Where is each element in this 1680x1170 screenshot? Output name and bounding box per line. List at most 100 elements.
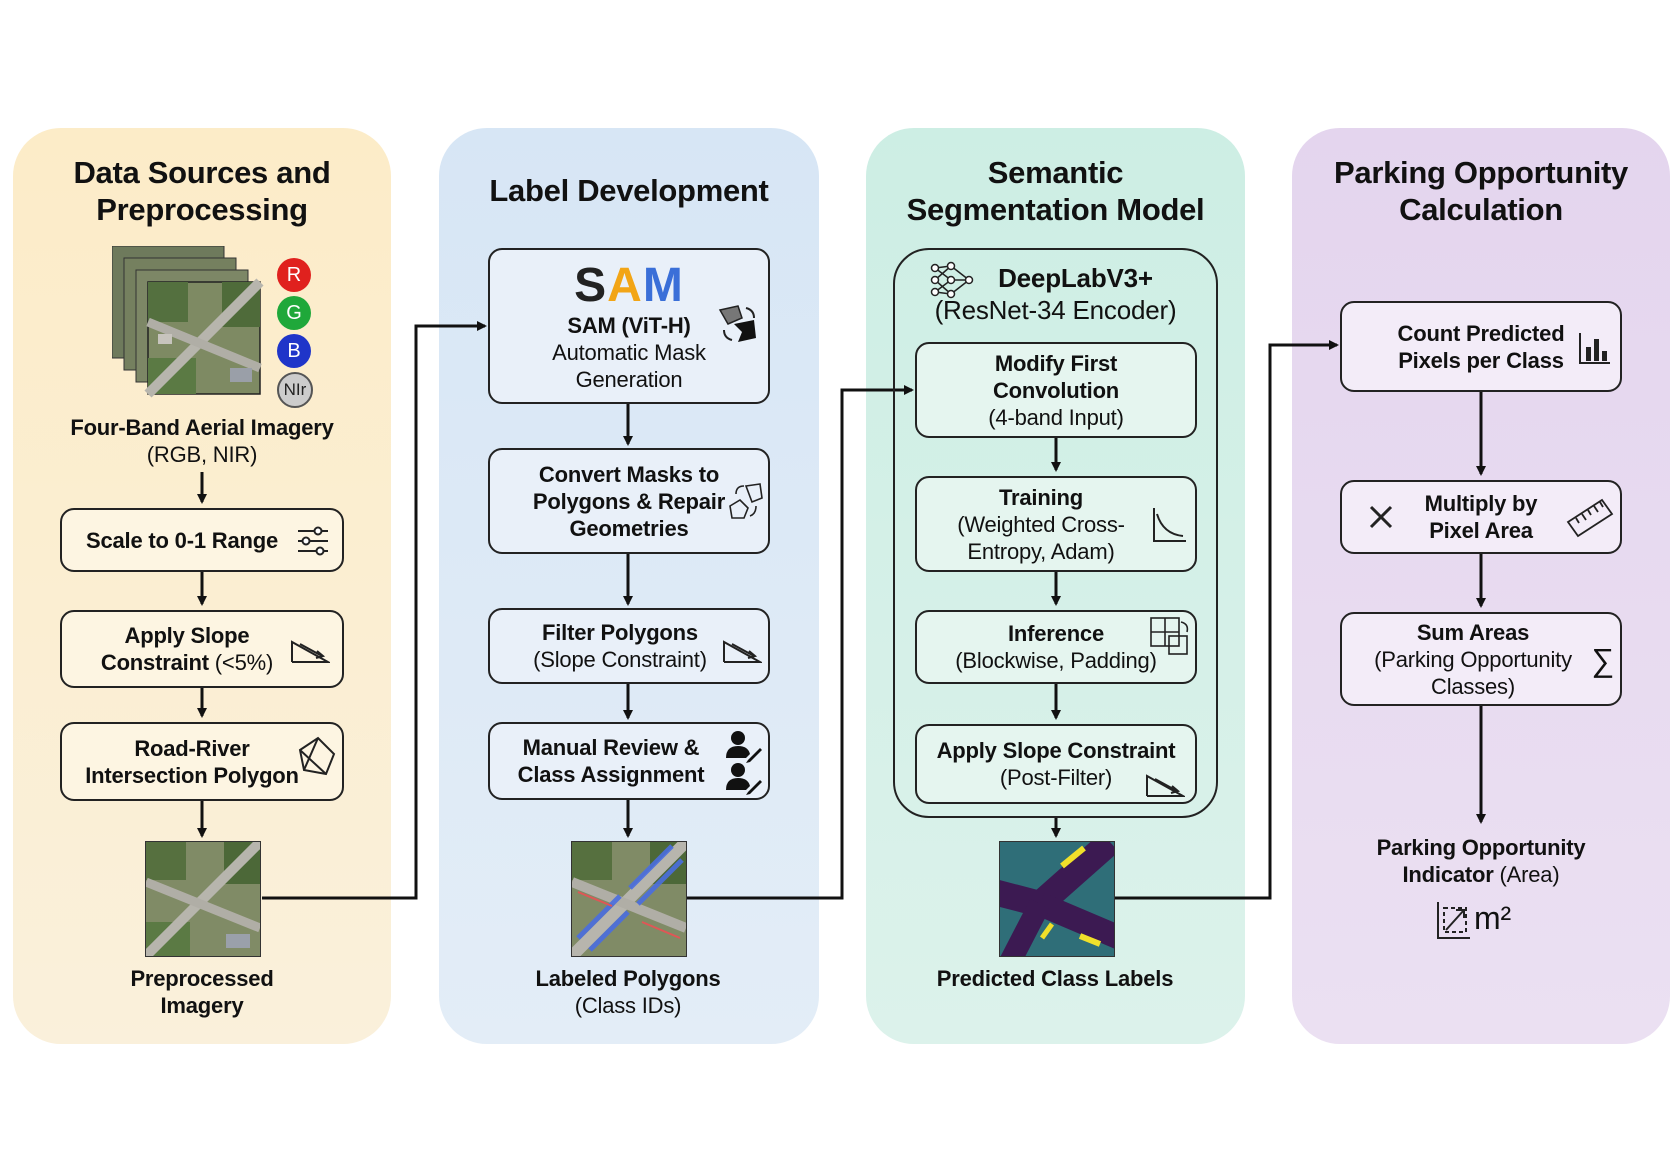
slope-icon: [290, 636, 332, 672]
labeled-polygons-label: Labeled Polygons (Class IDs): [466, 965, 790, 1019]
mask-shapes-icon: [716, 302, 760, 352]
post-filter-box: Apply Slope Constraint (Post-Filter): [915, 724, 1197, 804]
road-river-line2: Intersection Polygon: [85, 762, 299, 788]
band-nir-badge: NIr: [277, 372, 313, 408]
panel-title-line: Data Sources and: [73, 155, 331, 190]
slope-icon: [722, 636, 764, 672]
modify-convolution-box: Modify First Convolution (4-band Input): [915, 342, 1197, 438]
blockwise-grid-icon: [1149, 616, 1191, 662]
filter-line2: (Slope Constraint): [533, 647, 707, 672]
modify-line1: Modify First: [994, 350, 1118, 376]
band-g-badge: G: [277, 296, 311, 330]
panel-title-line: Semantic: [987, 155, 1124, 190]
convert-masks-box: Convert Masks to Polygons & Repair Geome…: [488, 448, 770, 554]
sam-title: SAM (ViT-H): [567, 312, 691, 338]
deeplab-title: DeepLabV3+: [998, 263, 1153, 293]
multiply-area-box: Multiply by Pixel Area: [1340, 480, 1622, 554]
area-measure-icon: [1434, 898, 1472, 947]
sam-logo-letter: M: [642, 258, 684, 312]
filter-polygons-text: Filter Polygons (Slope Constraint): [533, 619, 725, 673]
sum-line2: (Parking Opportunity: [1374, 646, 1572, 672]
ruler-icon: [1566, 498, 1614, 544]
labeled-line2: (Class IDs): [574, 993, 682, 1018]
count-line2: Pixels per Class: [1398, 347, 1564, 373]
convert-line2: Polygons & Repair: [532, 488, 726, 514]
sam-logo-letter: S: [574, 258, 608, 312]
panel-title-line: Label Development: [489, 173, 769, 208]
sum-line3: Classes): [1431, 673, 1515, 699]
preprocessed-line2: Imagery: [160, 993, 244, 1018]
indicator-line2-bold: Indicator: [1402, 862, 1494, 887]
review-line2: Class Assignment: [517, 762, 705, 787]
panel-title-line: Segmentation Model: [906, 192, 1205, 227]
sum-line1: Sum Areas: [1416, 619, 1530, 645]
bar-chart-icon: [1578, 331, 1612, 371]
training-line1: Training: [999, 484, 1083, 510]
panel-title-line: Preprocessing: [96, 192, 308, 227]
band-r-badge: R: [277, 258, 311, 292]
panel-title: Data Sources and Preprocessing: [13, 154, 391, 228]
review-line1: Manual Review &: [522, 735, 700, 760]
panel-title: Parking Opportunity Calculation: [1292, 154, 1670, 228]
inference-line1: Inference: [1007, 621, 1105, 646]
count-line1: Count Predicted: [1397, 320, 1565, 346]
inference-box: Inference (Blockwise, Padding): [915, 610, 1197, 684]
parking-indicator-label: Parking Opportunity Indicator (Area): [1320, 834, 1642, 888]
panel-title-line: Parking Opportunity: [1334, 155, 1628, 190]
slope-line1: Apply Slope: [124, 623, 250, 648]
sum-areas-text: Sum Areas (Parking Opportunity Classes): [1374, 619, 1588, 700]
predicted-labels-thumbnail: [999, 841, 1115, 957]
sigma-icon: ∑: [1591, 642, 1614, 678]
filter-polygons-box: Filter Polygons (Slope Constraint): [488, 608, 770, 684]
slope-constraint-box: Apply Slope Constraint (<5%): [60, 610, 344, 688]
training-text: Training (Weighted Cross- Entropy, Adam): [957, 484, 1155, 565]
panel-title: Label Development: [439, 172, 819, 209]
training-line2: (Weighted Cross-: [957, 511, 1125, 537]
sam-logo: SAM: [574, 258, 684, 312]
training-line3: Entropy, Adam): [967, 538, 1115, 564]
count-pixels-box: Count Predicted Pixels per Class: [1340, 301, 1622, 392]
area-unit: m²: [1474, 900, 1511, 936]
labeled-polygons-thumbnail: [571, 841, 687, 957]
deeplab-subtitle: (ResNet-34 Encoder): [934, 295, 1177, 325]
deeplab-container: DeepLabV3+ (ResNet-34 Encoder): [893, 248, 1218, 818]
slope-line2-rest: (<5%): [208, 650, 274, 675]
users-edit-icon: [724, 730, 762, 802]
multiply-line2: Pixel Area: [1429, 518, 1533, 543]
road-river-text: Road-River Intersection Polygon: [85, 735, 319, 789]
panel-title: Semantic Segmentation Model: [866, 154, 1245, 228]
post-filter-line2: (Post-Filter): [999, 765, 1113, 790]
sliders-icon: [296, 525, 330, 563]
imagery-label: Four-Band Aerial Imagery (RGB, NIR): [40, 414, 364, 468]
manual-review-box: Manual Review & Class Assignment: [488, 722, 770, 800]
aerial-imagery-stack-icon: [111, 245, 272, 406]
sam-line3: Generation: [575, 366, 683, 392]
band-b-badge: B: [277, 334, 311, 368]
preprocessed-imagery-thumbnail: [145, 841, 261, 957]
road-river-line1: Road-River: [134, 735, 250, 761]
manual-review-text: Manual Review & Class Assignment: [518, 734, 741, 788]
polygon-icon: [292, 734, 336, 784]
imagery-subtitle: (RGB, NIR): [146, 442, 258, 467]
labeled-line1: Labeled Polygons: [535, 966, 721, 991]
sum-areas-box: Sum Areas (Parking Opportunity Classes) …: [1340, 612, 1622, 706]
road-river-box: Road-River Intersection Polygon: [60, 722, 344, 801]
scale-range-box: Scale to 0-1 Range: [60, 508, 344, 572]
training-box: Training (Weighted Cross- Entropy, Adam): [915, 476, 1197, 572]
convert-line1: Convert Masks to: [538, 461, 720, 487]
multiply-icon: [1368, 504, 1394, 536]
multiply-line1: Multiply by: [1424, 491, 1538, 516]
scale-range-label: Scale to 0-1 Range: [85, 527, 279, 553]
inference-line2: (Blockwise, Padding): [955, 648, 1157, 673]
preprocessed-imagery-label: Preprocessed Imagery: [40, 965, 364, 1019]
sam-logo-letter: A: [607, 258, 643, 312]
loss-curve-icon: [1151, 506, 1187, 550]
indicator-line2-rest: (Area): [1493, 862, 1560, 887]
imagery-title: Four-Band Aerial Imagery: [70, 415, 334, 440]
slope-icon: [1145, 772, 1187, 806]
convert-line3: Geometries: [569, 515, 689, 541]
modify-line3: (4-band Input): [988, 404, 1124, 430]
preprocessed-line1: Preprocessed: [130, 966, 274, 991]
indicator-line1: Parking Opportunity: [1376, 835, 1586, 860]
